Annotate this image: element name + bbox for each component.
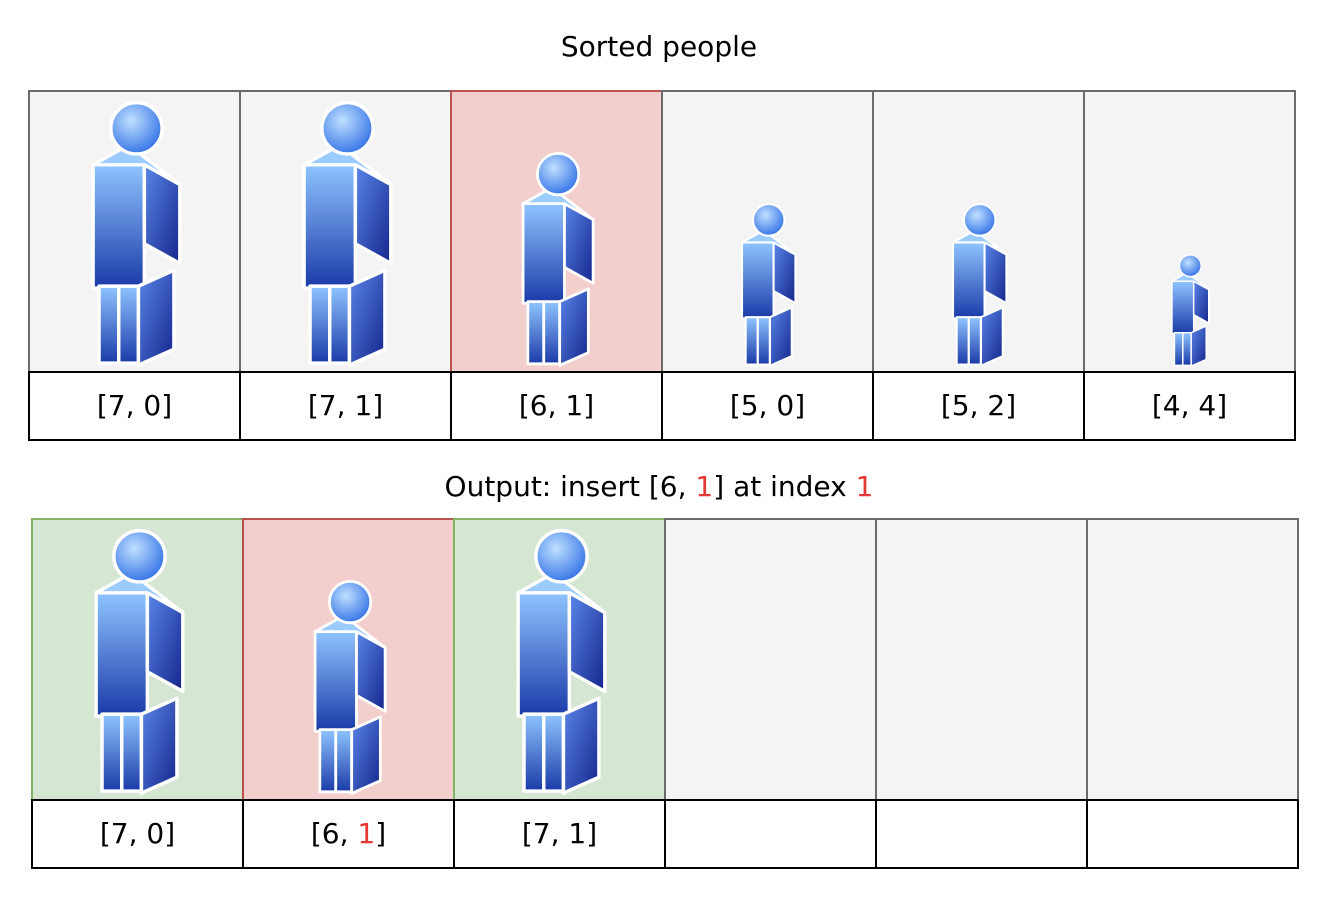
person-cell <box>28 90 241 373</box>
output-title-highlight-k: 1 <box>695 470 714 503</box>
person-cell <box>450 90 663 373</box>
output-title: Output: insert [6, 1] at index 1 <box>0 470 1318 503</box>
person-icon <box>1171 254 1210 367</box>
output-title-highlight-index: 1 <box>855 470 874 503</box>
person-cell <box>1083 90 1296 373</box>
label-prefix: [6, <box>310 817 358 850</box>
person-label: [4, 4] <box>1083 371 1296 441</box>
person-cell <box>31 518 244 801</box>
sorted-people-title: Sorted people <box>560 30 758 63</box>
person-label: [7, 0] <box>31 799 244 869</box>
person-cell <box>453 518 666 801</box>
person-icon <box>740 203 797 367</box>
person-icon <box>94 528 185 795</box>
person-label <box>875 799 1088 869</box>
person-label: [6, 1] <box>242 799 455 869</box>
person-icon <box>516 528 607 795</box>
person-cell <box>242 518 455 801</box>
empty-slot <box>664 518 877 801</box>
person-icon <box>951 203 1008 367</box>
person-cell <box>661 90 874 373</box>
label-highlight: 1 <box>357 817 376 850</box>
person-icon <box>521 151 595 367</box>
person-cell <box>872 90 1085 373</box>
empty-slot <box>1086 518 1299 801</box>
label-suffix: ] <box>375 817 387 850</box>
person-icon <box>302 100 393 367</box>
person-icon <box>313 579 387 795</box>
person-label <box>664 799 877 869</box>
empty-slot <box>875 518 1088 801</box>
person-label: [7, 1] <box>453 799 666 869</box>
person-label: [5, 0] <box>661 371 874 441</box>
person-label: [6, 1] <box>450 371 663 441</box>
person-label: [7, 0] <box>28 371 241 441</box>
output-title-middle: ] at index <box>713 470 856 503</box>
person-label: [5, 2] <box>872 371 1085 441</box>
person-cell <box>239 90 452 373</box>
person-label: [7, 1] <box>239 371 452 441</box>
person-label <box>1086 799 1299 869</box>
output-title-prefix: Output: insert [6, <box>444 470 696 503</box>
person-icon <box>91 100 182 367</box>
